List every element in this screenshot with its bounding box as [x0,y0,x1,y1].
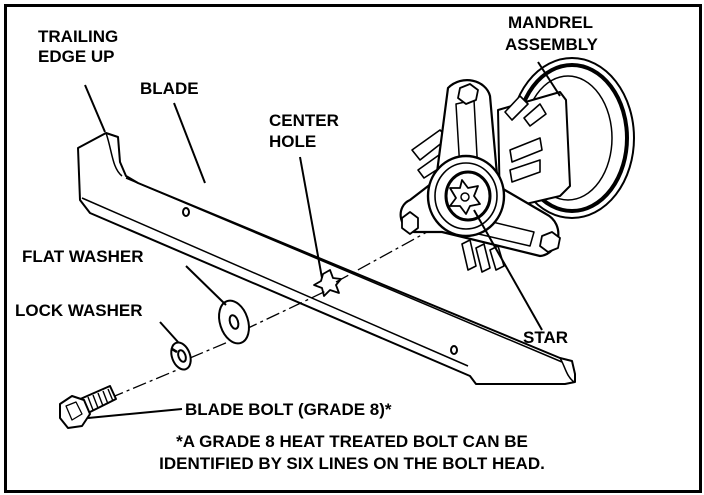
blade [77,132,576,385]
assembly-centerline [109,214,459,399]
blade-bolt [59,385,117,429]
footnote-line-1: *A GRADE 8 HEAT TREATED BOLT CAN BE [176,432,528,451]
label-lock-washer: LOCK WASHER [15,301,143,320]
lock-washer [170,341,192,371]
leader-blade [173,102,206,184]
mandrel-assembly [399,57,635,273]
leader-trailing-edge [84,84,106,133]
footnote-line-2: IDENTIFIED BY SIX LINES ON THE BOLT HEAD… [159,454,545,473]
leader-flat-washer [185,265,227,306]
label-trailing-edge-1: TRAILING [38,27,118,46]
leader-blade-bolt [87,408,183,419]
label-mandrel-2: ASSEMBLY [505,35,599,54]
center-hole [313,269,342,297]
label-flat-washer: FLAT WASHER [22,247,144,266]
leader-lock-washer [159,321,179,343]
leader-mandrel [537,61,561,97]
leader-lines [84,61,561,419]
label-mandrel-1: MANDREL [508,13,593,32]
leader-center-hole [299,156,323,279]
flange-bolts [401,83,561,253]
label-center-hole-1: CENTER [269,111,339,130]
label-blade-bolt: BLADE BOLT (GRADE 8)* [185,400,392,419]
label-blade: BLADE [140,79,199,98]
flat-washer [218,299,250,345]
blade-hole-left [182,207,190,217]
blade-hole-right [450,345,458,355]
leader-star [473,209,543,331]
label-center-hole-2: HOLE [269,132,316,151]
label-trailing-edge-2: EDGE UP [38,47,115,66]
label-star: STAR [523,328,568,347]
